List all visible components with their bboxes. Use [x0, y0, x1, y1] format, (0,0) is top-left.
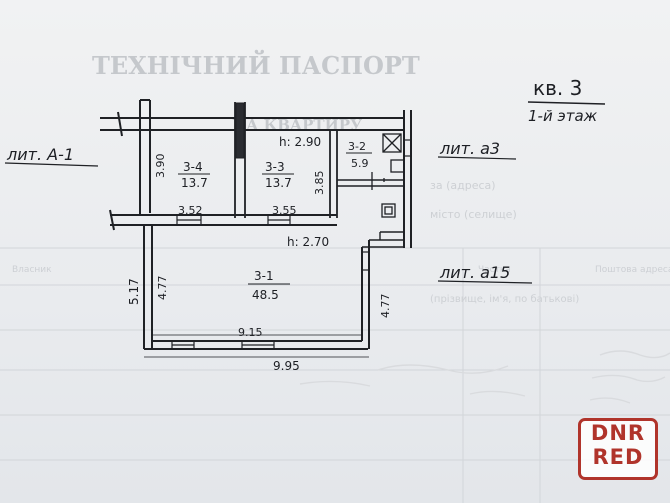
watermark-logo: DNR RED [578, 418, 658, 480]
dim-inner-right: 3.55 [272, 204, 297, 217]
bg-handwriting [299, 350, 670, 404]
room-id-3-2: 3-2 [348, 140, 366, 153]
dim-h-top: h: 2.90 [279, 135, 321, 149]
floor-label: 1-й этаж [528, 107, 598, 125]
dim-inner-bottom: 9.15 [238, 326, 263, 339]
logo-line-1: DNR [590, 421, 646, 445]
fixtures [371, 133, 405, 218]
block-label-a3-underline [437, 156, 517, 160]
dim-inner-main-left: 4.77 [156, 276, 169, 301]
bg-col-1: Власник [12, 265, 52, 275]
room-area-3-4: 13.7 [181, 176, 208, 190]
chimney-column [235, 102, 245, 159]
dim-mid-top: 3.85 [313, 171, 326, 196]
bg-line2: місто (селище) [430, 208, 517, 221]
dim-inner-main-right: 4.77 [379, 294, 392, 319]
wall-end-ticks [109, 99, 150, 231]
room-id-3-4: 3-4 [183, 160, 203, 174]
sink-symbol [381, 203, 396, 218]
dim-outer-bottom: 9.95 [273, 359, 300, 373]
walls [100, 100, 412, 350]
room-area-3-1: 48.5 [252, 288, 279, 302]
bg-col-2: Частка [478, 265, 511, 275]
bg-line1: за (адреса) [430, 179, 496, 192]
windows [171, 139, 412, 350]
dimensions: h: 2.90 h: 2.70 3.52 3.55 9.15 9.95 3.90… [127, 135, 392, 373]
dim-inner-left: 3.52 [178, 204, 203, 217]
bg-col-3: Поштова адреса [595, 265, 670, 275]
bg-title: ТЕХНІЧНИЙ ПАСПОРТ [92, 49, 420, 80]
fixture-box [390, 159, 405, 173]
header-underline [527, 101, 606, 105]
room-area-3-3: 13.7 [265, 176, 292, 190]
dim-outer-left: 5.17 [127, 278, 141, 305]
dim-h-main: h: 2.70 [287, 235, 329, 249]
block-label-a15: лит. а15 [439, 263, 510, 282]
room-id-3-3: 3-3 [265, 160, 285, 174]
block-label-a1-underline [4, 162, 99, 167]
room-labels: 3-4 13.7 3-3 13.7 3-2 5.9 3-1 48.5 [178, 140, 372, 302]
boiler-symbol [382, 133, 402, 153]
block-label-a3: лит. а3 [439, 139, 500, 158]
apartment-label: кв. 3 [533, 76, 582, 100]
background-form: ТЕХНІЧНИЙ ПАСПОРТ НА КВАРТИРУ за (адреса… [0, 49, 670, 503]
block-label-a1: лит. А-1 [6, 145, 74, 164]
block-label-a15-underline [437, 280, 533, 284]
bg-grid-lines [0, 247, 670, 503]
room-area-3-2: 5.9 [351, 157, 369, 170]
logo-line-2: RED [592, 445, 644, 469]
bg-caption: (прізвище, ім'я, по батькові) [430, 293, 579, 305]
room-id-3-1: 3-1 [254, 269, 274, 283]
dim-left-top: 3.90 [154, 154, 167, 179]
